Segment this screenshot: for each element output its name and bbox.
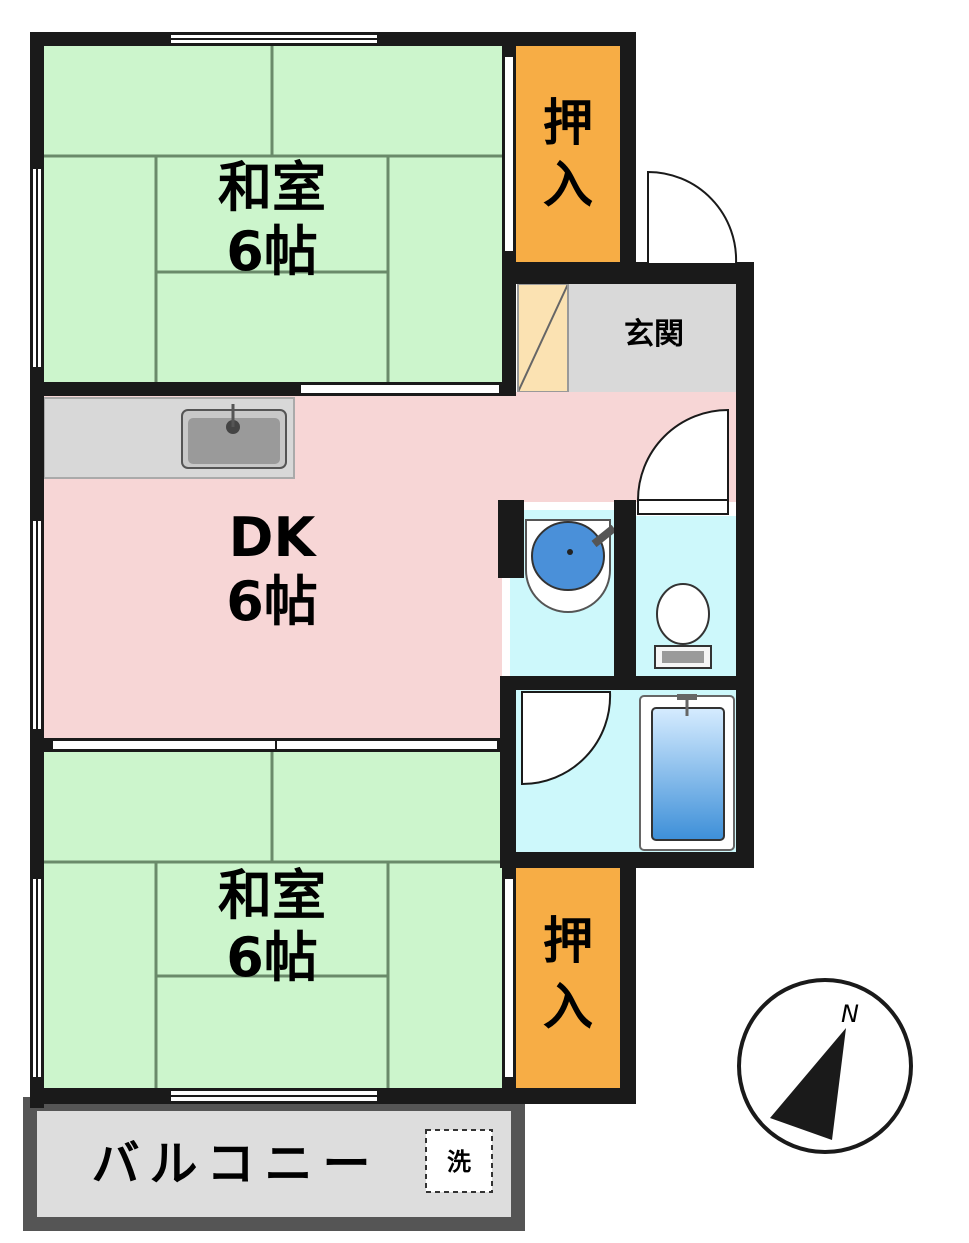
washer-space <box>425 1129 493 1193</box>
oshiire-bottom-floor <box>516 868 620 1088</box>
window-bottom-room-closet-side <box>503 877 515 1079</box>
bathtub-faucet-icon <box>677 694 697 700</box>
oshiire-top-char-1: 押 <box>543 94 593 152</box>
genkan-name: 玄関 <box>624 317 684 352</box>
oshiire-top-char-2: 入 <box>543 156 593 214</box>
toilet-bowl-icon <box>656 583 710 645</box>
doors <box>521 170 738 786</box>
washitsu-top-size: 6帖 <box>226 220 318 283</box>
dk-size: 6帖 <box>226 570 318 633</box>
door-entrance <box>647 170 738 265</box>
kitchen-sink-basin <box>188 418 280 464</box>
oshiire-bottom: 押 入 <box>516 868 620 1088</box>
compass-north-label: N <box>841 1000 859 1028</box>
washitsu-bottom-name: 和室 <box>218 864 326 927</box>
oshiire-bottom-char-1: 押 <box>543 912 593 970</box>
washitsu-bottom-tatami-lines <box>44 752 502 1088</box>
wash-basin-faucet-icon <box>591 524 617 548</box>
compass: N <box>737 978 913 1154</box>
oshiire-bottom-char-2: 入 <box>543 978 593 1036</box>
oshiire-top-floor <box>516 46 620 268</box>
windows <box>31 33 515 1103</box>
wash-basin-bowl <box>531 521 605 591</box>
washitsu-top-tatami-lines <box>44 46 502 384</box>
window-top-room-bottom <box>299 383 501 395</box>
shoe-cabinet-diagonal <box>517 283 569 393</box>
balcony: バルコニー 洗 <box>23 1097 525 1231</box>
dk-name: DK <box>229 506 318 569</box>
washitsu-top-name: 和室 <box>218 156 326 219</box>
door-toilet-frame <box>637 499 729 515</box>
dk: DK 6帖 <box>43 392 736 738</box>
wash-basin-drain <box>567 549 573 555</box>
washer-label: 洗 <box>447 1148 471 1176</box>
oshiire-top: 押 入 <box>516 46 620 268</box>
bathtub-water <box>651 707 725 841</box>
window-top-room-closet-side <box>503 55 515 253</box>
toilet-tank-lid <box>662 651 704 663</box>
washitsu-bottom-size: 6帖 <box>226 926 318 989</box>
genkan: 玄関 <box>517 283 736 393</box>
washitsu-top: 和室 6帖 <box>44 46 502 384</box>
compass-needle-icon <box>770 1028 846 1140</box>
door-bathroom <box>521 691 612 786</box>
washitsu-bottom: 和室 6帖 <box>44 752 502 1088</box>
balcony-name: バルコニー <box>91 1136 380 1192</box>
door-toilet <box>636 408 729 501</box>
